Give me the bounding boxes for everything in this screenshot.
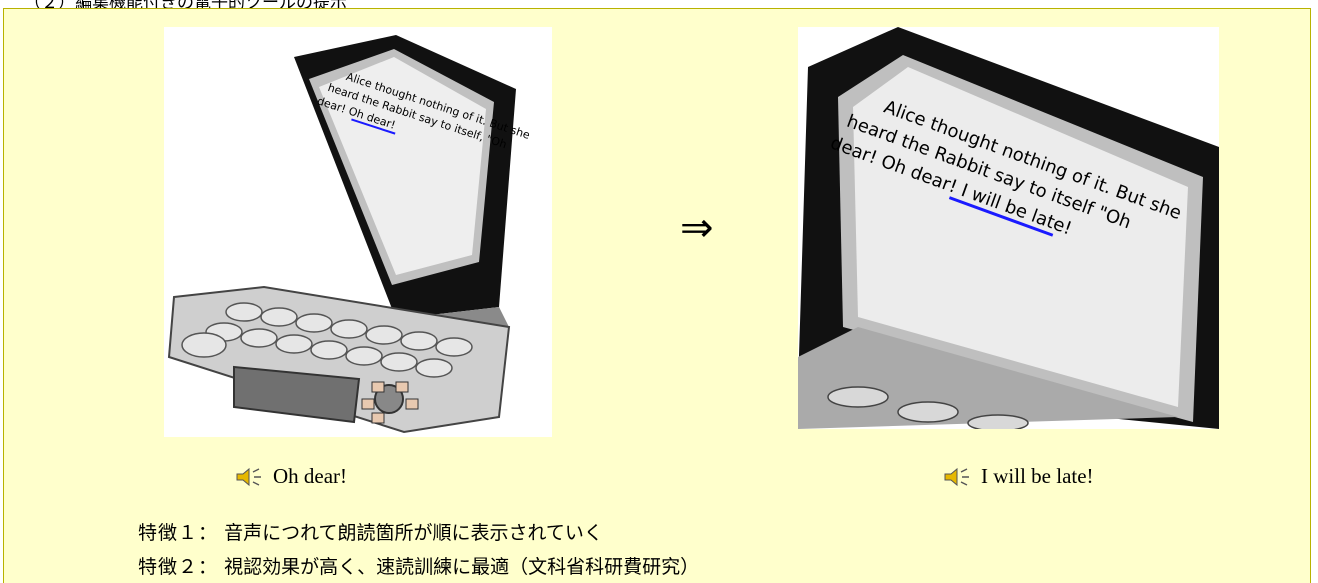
electronic-dictionary-icon: Alice thought nothing of it. But she hea… (167, 35, 532, 434)
feature-label: 特徴２： (138, 556, 219, 578)
audio-label: Oh dear! (273, 464, 348, 488)
feature-text: 音声につれて朗読箇所が順に表示されていく (224, 522, 603, 544)
screen-closeup-icon: Alice thought nothing of it. But she hea… (798, 27, 1219, 429)
feature-line-1: 特徴１： 音声につれて朗読箇所が順に表示されていく (138, 518, 603, 545)
content-panel: Alice thought nothing of it. But she hea… (3, 8, 1311, 583)
header-strip: （２）編集機能付きの電子的ツールの提示 (0, 0, 1318, 8)
speaker-icon (944, 467, 969, 486)
device-illustration-left: Alice thought nothing of it. But she hea… (164, 27, 552, 437)
device-illustration-right: Alice thought nothing of it. But she hea… (798, 27, 1219, 429)
audio-button-oh-dear[interactable]: Oh dear! (235, 464, 347, 489)
transition-arrow: ⇒ (680, 205, 714, 251)
audio-label: I will be late! (981, 464, 1094, 488)
feature-text: 視認効果が高く、速読訓練に最適（文科省科研費研究） (224, 556, 700, 578)
speaker-icon (236, 467, 261, 486)
feature-line-2: 特徴２： 視認効果が高く、速読訓練に最適（文科省科研費研究） (138, 552, 699, 579)
audio-button-i-will-be-late[interactable]: I will be late! (943, 464, 1094, 489)
header-text: （２）編集機能付きの電子的ツールの提示 (24, 0, 347, 8)
feature-label: 特徴１： (138, 522, 219, 544)
